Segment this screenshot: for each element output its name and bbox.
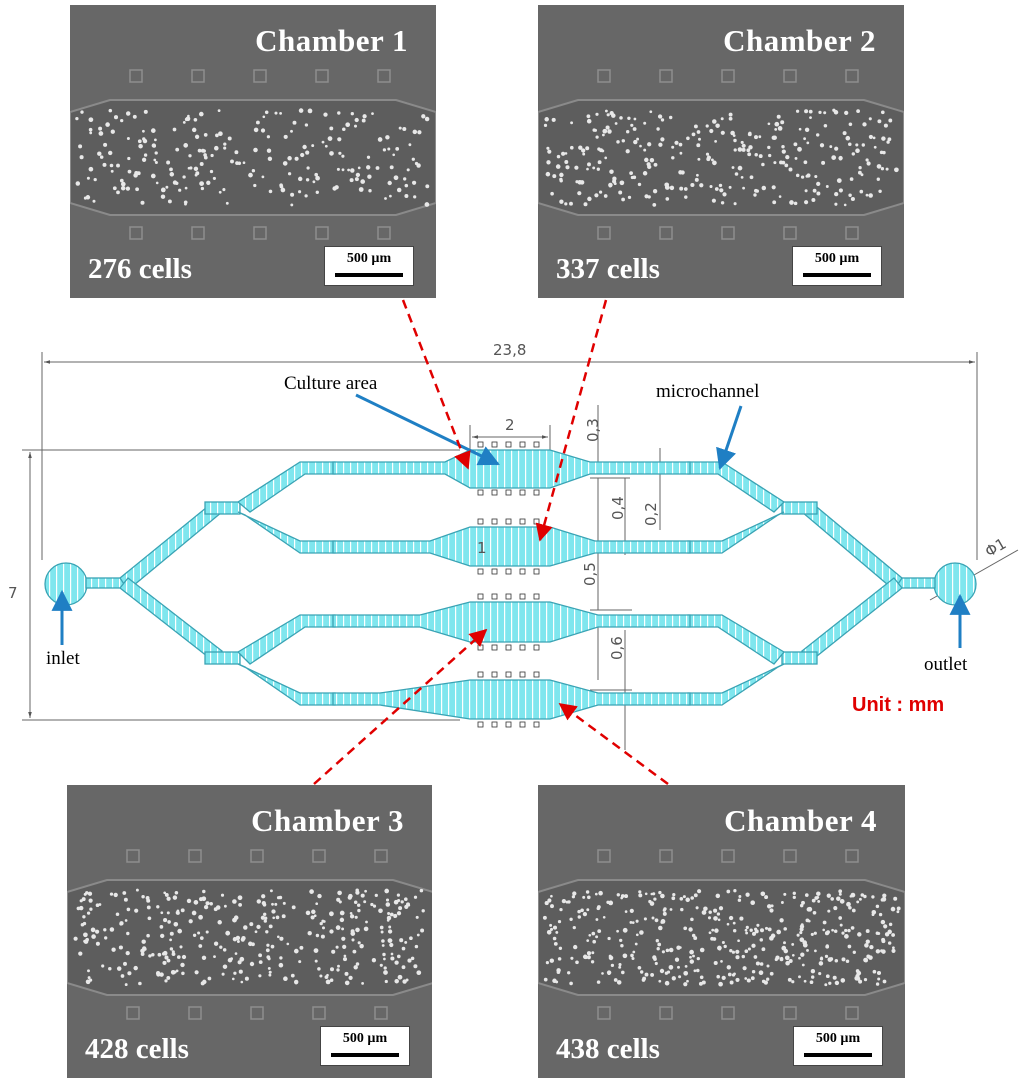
dim-0-2: 0,2 [642,502,660,526]
label-outlet: outlet [924,654,968,675]
chamber-2-shape [332,526,691,567]
label-unit: Unit : mm [852,694,944,716]
inlet-port [44,562,88,606]
scale-bar: 500 µm [320,1026,410,1066]
scale-bar-label: 500 µm [814,251,860,266]
scale-bar-line [803,273,871,277]
scale-bar: 500 µm [793,1026,883,1066]
dim-overall-height: 7 [8,584,18,602]
red-dashed-arrows [313,299,669,786]
scale-bar-line [331,1053,399,1057]
dim-0-6: 0,6 [608,636,626,660]
micrograph-chamber-2: Chamber 2 337 cells 500 µm [538,5,904,298]
micrograph-chamber-1: Chamber 1 276 cells 500 µm [70,5,436,298]
panel-title: Chamber 4 [724,803,877,838]
channel-network [44,449,977,720]
dim-0-3: 0,3 [584,418,602,442]
cell-count: 337 cells [556,253,660,285]
scale-bar-label: 500 µm [346,251,392,266]
dim-chamber-width: 2 [505,416,515,434]
dim-chamber-height: 1 [477,539,487,557]
panel-title: Chamber 3 [251,803,404,838]
cell-count: 438 cells [556,1033,660,1065]
panel-title: Chamber 2 [723,23,876,58]
panel-title: Chamber 1 [255,23,408,58]
blue-arrows [51,393,971,648]
label-microchannel: microchannel [656,381,759,402]
scale-bar-label: 500 µm [342,1031,388,1046]
cell-count: 276 cells [88,253,192,285]
chamber-1-shape [332,449,691,489]
micrograph-image [538,5,904,298]
dim-0-4: 0,4 [609,496,627,520]
scale-bar-line [335,273,403,277]
pillar-markers [477,441,540,728]
scale-bar-label: 500 µm [815,1031,861,1046]
label-culture-area: Culture area [284,373,378,394]
outlet-port [933,562,977,606]
dim-overall-width: 23,8 [493,341,526,359]
micrograph-chamber-3: Chamber 3 428 cells 500 µm [67,785,432,1078]
chamber-4-shape [332,679,691,720]
dimension-lines [22,352,1019,750]
scale-bar-line [804,1053,872,1057]
cell-count: 428 cells [85,1033,189,1065]
chamber-3-shape [332,601,691,643]
scale-bar: 500 µm [324,246,414,286]
scale-bar: 500 µm [792,246,882,286]
label-inlet: inlet [46,648,80,669]
dim-0-5: 0,5 [581,562,599,586]
micrograph-chamber-4: Chamber 4 438 cells 500 µm [538,785,905,1078]
